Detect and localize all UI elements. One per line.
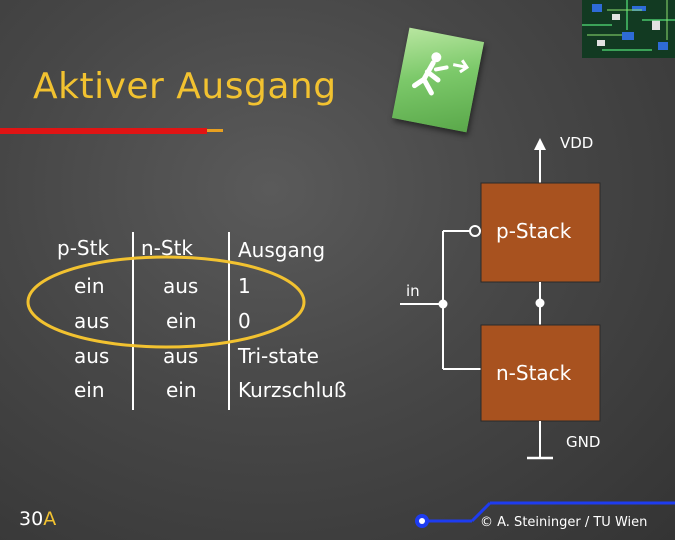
table-cell: ein [74, 274, 105, 298]
exit-sign-image [391, 27, 485, 133]
table-header-p-stk: p-Stk [57, 236, 110, 260]
table-cell: aus [163, 274, 199, 298]
p-stack-label: p-Stack [496, 219, 572, 243]
n-stack-box [480, 324, 601, 422]
output-junction-dot [535, 298, 545, 308]
slide-title: Aktiver Ausgang [33, 66, 337, 107]
vdd-arrow-icon [534, 138, 546, 150]
slide-number: 30A [19, 508, 57, 530]
table-cell: 0 [238, 309, 251, 333]
table-cell: aus [74, 344, 110, 368]
table-cell: ein [74, 378, 105, 402]
footer-credit: © A. Steininger / TU Wien [480, 515, 648, 530]
highlight-ellipse [26, 255, 306, 349]
table-cell: aus [74, 309, 110, 333]
title-underline [0, 128, 207, 134]
circuit-board-image [582, 0, 675, 58]
gate-inverter-bubble [469, 225, 481, 237]
input-label: in [406, 282, 420, 300]
p-stack-box [480, 182, 601, 283]
table-cell: ein [166, 309, 197, 333]
table-header-n-stk: n-Stk [141, 236, 194, 260]
table-cell: 1 [238, 274, 251, 298]
n-stack-label: n-Stack [496, 361, 572, 385]
vdd-label: VDD [560, 134, 593, 152]
title-underline-accent [207, 129, 223, 132]
table-header-ausgang: Ausgang [238, 238, 326, 262]
table-cell: aus [163, 344, 199, 368]
table-cell: Tri-state [238, 344, 319, 368]
table-cell: ein [166, 378, 197, 402]
gnd-label: GND [566, 433, 600, 451]
table-cell: Kurzschluß [238, 378, 347, 402]
input-junction-dot [438, 299, 448, 309]
